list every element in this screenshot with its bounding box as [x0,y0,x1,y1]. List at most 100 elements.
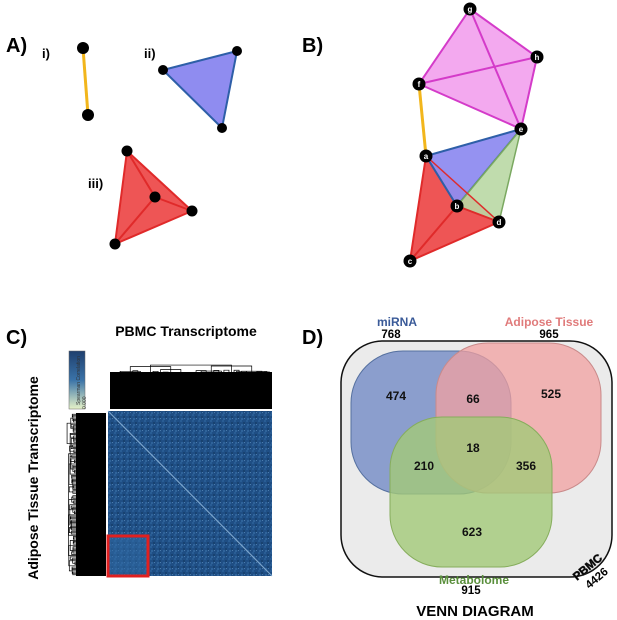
dendrogram-branch [73,459,78,464]
colorbar-title: Spearman Correlation [76,356,82,405]
heatmap-selection-box [106,534,150,578]
dendrogram-branch [73,439,78,443]
dendrogram-branch [73,449,78,453]
svg-text:c: c [408,257,413,266]
top-dendrogram [110,364,272,409]
venn-count-metabolome-only: 623 [462,525,482,539]
triangle-simplex [158,46,242,133]
dendrogram-branch [71,476,78,483]
dendrogram-branch [70,505,78,509]
dendrogram-branch [72,557,78,564]
dendrogram-branch [72,478,78,490]
dendrogram-branch [70,525,78,530]
tetra-edge [126,150,156,198]
dendrogram-branch [183,374,189,380]
svg-text:a: a [424,152,429,161]
svg-text:f: f [418,80,421,89]
dendrogram-branch [69,527,78,534]
dendrogram-branch [175,373,187,380]
dendrogram-branch [213,370,220,380]
tetra-edge [154,196,193,212]
node [217,123,227,133]
dendrogram-branch [69,520,78,525]
dendrogram-branch [264,371,270,380]
dendrogram-branch [70,458,78,470]
tetra-edge [425,155,500,223]
dendrogram-branch [223,369,230,380]
dendrogram-branch [132,370,139,380]
dendrogram-branch [66,422,78,444]
dendrogram-branch [72,444,78,448]
edge-simplex [77,42,94,121]
dendrogram-branch [152,370,159,380]
node [232,46,242,56]
node-f: f [412,77,426,91]
venn-title: VENN DIAGRAM [416,603,534,620]
panel-a-sub-ii-label: ii) [144,46,156,61]
dendrogram-branch [162,371,169,380]
venn-mirna-total: 768 [381,329,401,341]
node-d: d [492,215,506,229]
dendrogram-branch [73,485,78,489]
dendrogram-branch [119,370,141,380]
dendrogram-branch [72,490,78,494]
dendrogram-branch [70,438,78,450]
blue-triangle [161,49,239,131]
dendrogram-branch [193,372,199,380]
dendrogram-branch [71,519,78,531]
dendrogram-branch [172,372,179,380]
dendrogram-branch [68,453,78,536]
panel-a-label: A) [6,35,27,57]
colorbar-min-label: 0.000 [82,396,88,409]
dendrogram-branch [68,463,78,485]
svg-text:h: h [535,53,540,62]
dendrogram-branch [72,546,78,550]
dendrogram-branch [68,560,78,572]
dendrogram-branch [160,369,182,380]
venn-adipose-total: 965 [539,329,559,341]
dendrogram-branch [73,510,78,514]
venn-metabolome-total: 915 [461,585,481,597]
magenta-edge [469,8,522,130]
tetra-edge [456,205,500,223]
dendrogram-branch [241,370,263,380]
dendrogram-branch [142,372,149,380]
dendrogram-branch [70,531,78,535]
dendrogram-branch [112,372,118,380]
panel-b: B) g h f e [302,2,544,268]
left-dendrogram [66,413,106,576]
dendrogram-branch [71,475,78,479]
venn-count-all-three: 18 [466,441,480,455]
node-e: e [514,122,528,136]
dendrogram-branch [203,374,210,380]
dendrogram-branch [70,434,78,438]
dendrogram-branch [72,571,78,576]
venn-count-mirna-only: 474 [386,389,406,403]
tetra-edge [114,196,156,245]
dendrogram-branch [70,424,78,428]
dendrogram-branch [70,417,78,429]
svg-text:g: g [468,5,473,14]
dendrogram-branch [72,495,78,499]
dendrogram-branch [256,371,268,380]
yellow-edge [81,47,90,116]
dendrogram-branch [114,372,126,380]
node [158,65,168,75]
dendrogram-branch [72,464,78,469]
node-h: h [530,50,544,64]
dendrogram-branch [72,506,78,513]
venn-count-adipose-metabolome: 356 [516,459,536,473]
dendrogram-branch [73,537,78,544]
dendrogram-branch [215,373,227,380]
magenta-edge [418,56,538,85]
venn-mirna-name: miRNA [377,315,417,329]
dendrogram-branch [71,566,78,570]
dendrogram-branch [72,415,78,421]
dendrogram-branch [71,413,78,418]
dendrogram-branch [73,435,78,442]
dendrogram-branch [155,371,167,380]
dendrogram-branch [200,370,222,380]
dendrogram-branch [253,372,260,380]
venn-count-mirna-metabolome: 210 [414,459,434,473]
dendrogram-branch [210,365,253,380]
